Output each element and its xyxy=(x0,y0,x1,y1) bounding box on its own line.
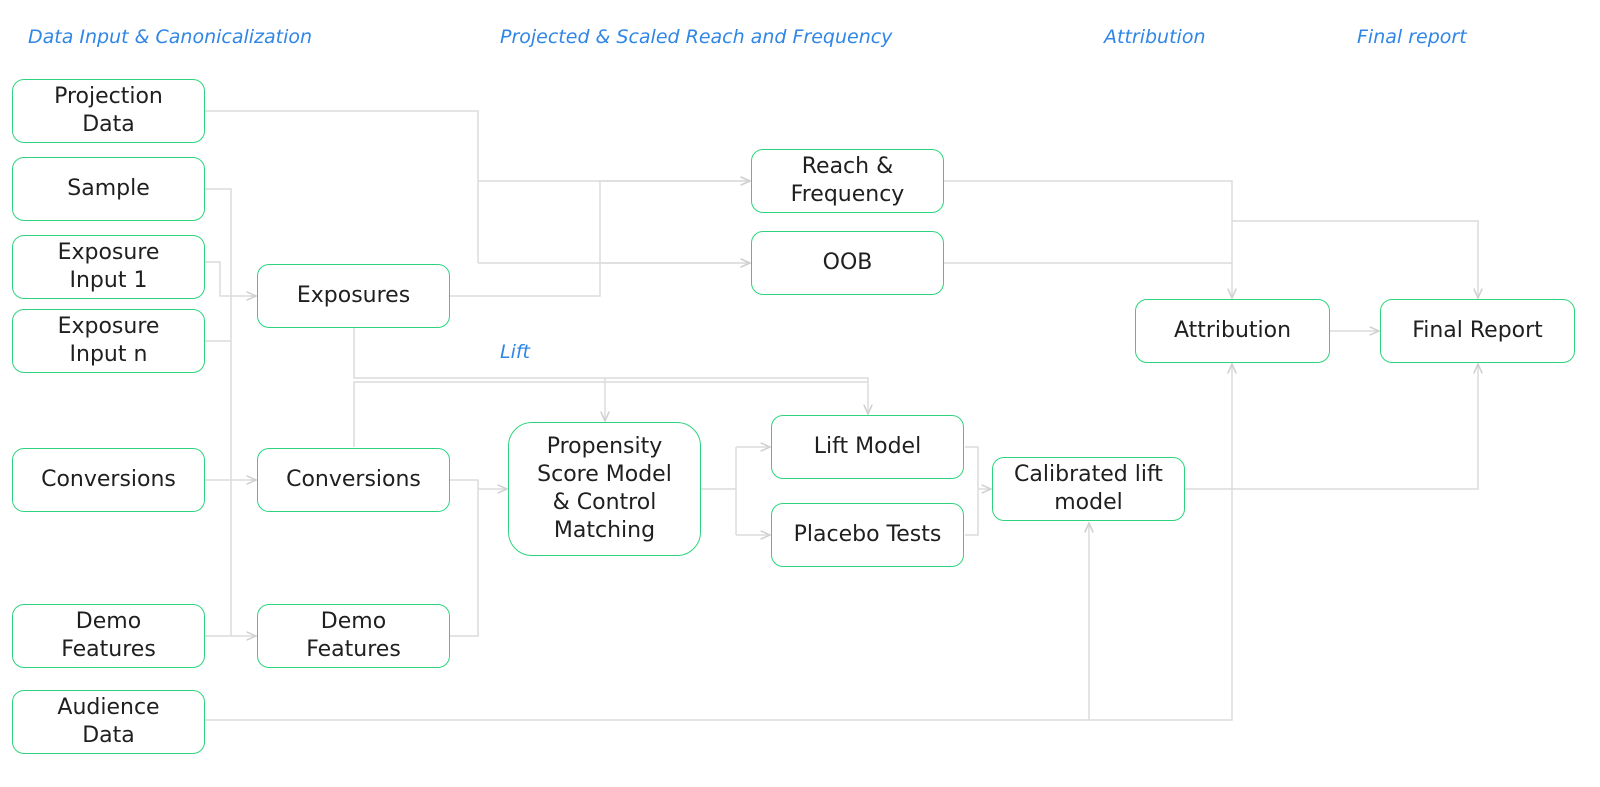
node-oob[interactable]: OOB xyxy=(751,231,944,295)
edge-reach-attr xyxy=(942,180,1232,298)
edge-conversions-up xyxy=(353,381,868,447)
node-label: Lift Model xyxy=(813,434,922,460)
section-title-attribution: Attribution xyxy=(1104,26,1206,48)
node-conversions-input[interactable]: Conversions xyxy=(12,448,205,512)
node-lift-model[interactable]: Lift Model xyxy=(771,415,964,479)
node-attribution[interactable]: Attribution xyxy=(1135,299,1330,363)
edge-exposures-down xyxy=(353,327,868,414)
node-exposures[interactable]: Exposures xyxy=(257,264,450,328)
edge-sample-bus xyxy=(205,188,232,636)
section-title-final: Final report xyxy=(1357,26,1467,48)
edge-calibrated-final xyxy=(1185,364,1478,490)
edge-projection-trunk xyxy=(205,110,479,263)
edge-to-final-top xyxy=(1232,220,1478,298)
edge-into-propensity xyxy=(450,479,479,637)
node-reach-frequency[interactable]: Reach &Frequency xyxy=(751,149,944,213)
edge-to-calibrated xyxy=(965,446,979,536)
node-label: Attribution xyxy=(1173,318,1292,344)
node-conversions[interactable]: Conversions xyxy=(257,448,450,512)
node-label: Exposures xyxy=(296,283,411,309)
node-label: Sample xyxy=(67,176,150,202)
node-placebo-tests[interactable]: Placebo Tests xyxy=(771,503,964,567)
node-label: Final Report xyxy=(1412,318,1543,344)
edge-audience xyxy=(205,364,1232,721)
section-title-reach: Projected & Scaled Reach and Frequency xyxy=(500,26,893,48)
node-final-report[interactable]: Final Report xyxy=(1380,299,1575,363)
node-sample[interactable]: Sample xyxy=(12,157,205,221)
node-label: Placebo Tests xyxy=(793,522,942,548)
node-label: OOB xyxy=(822,250,873,276)
node-label: Conversions xyxy=(286,467,421,493)
edge-exposure-input-1 xyxy=(205,261,256,296)
section-title-lift: Lift xyxy=(500,341,531,363)
node-label: Conversions xyxy=(41,467,176,493)
edge-exposures-reach xyxy=(450,181,750,297)
section-title-input: Data Input & Canonicalization xyxy=(28,26,313,48)
node-label: Reach &Frequency xyxy=(790,154,905,207)
